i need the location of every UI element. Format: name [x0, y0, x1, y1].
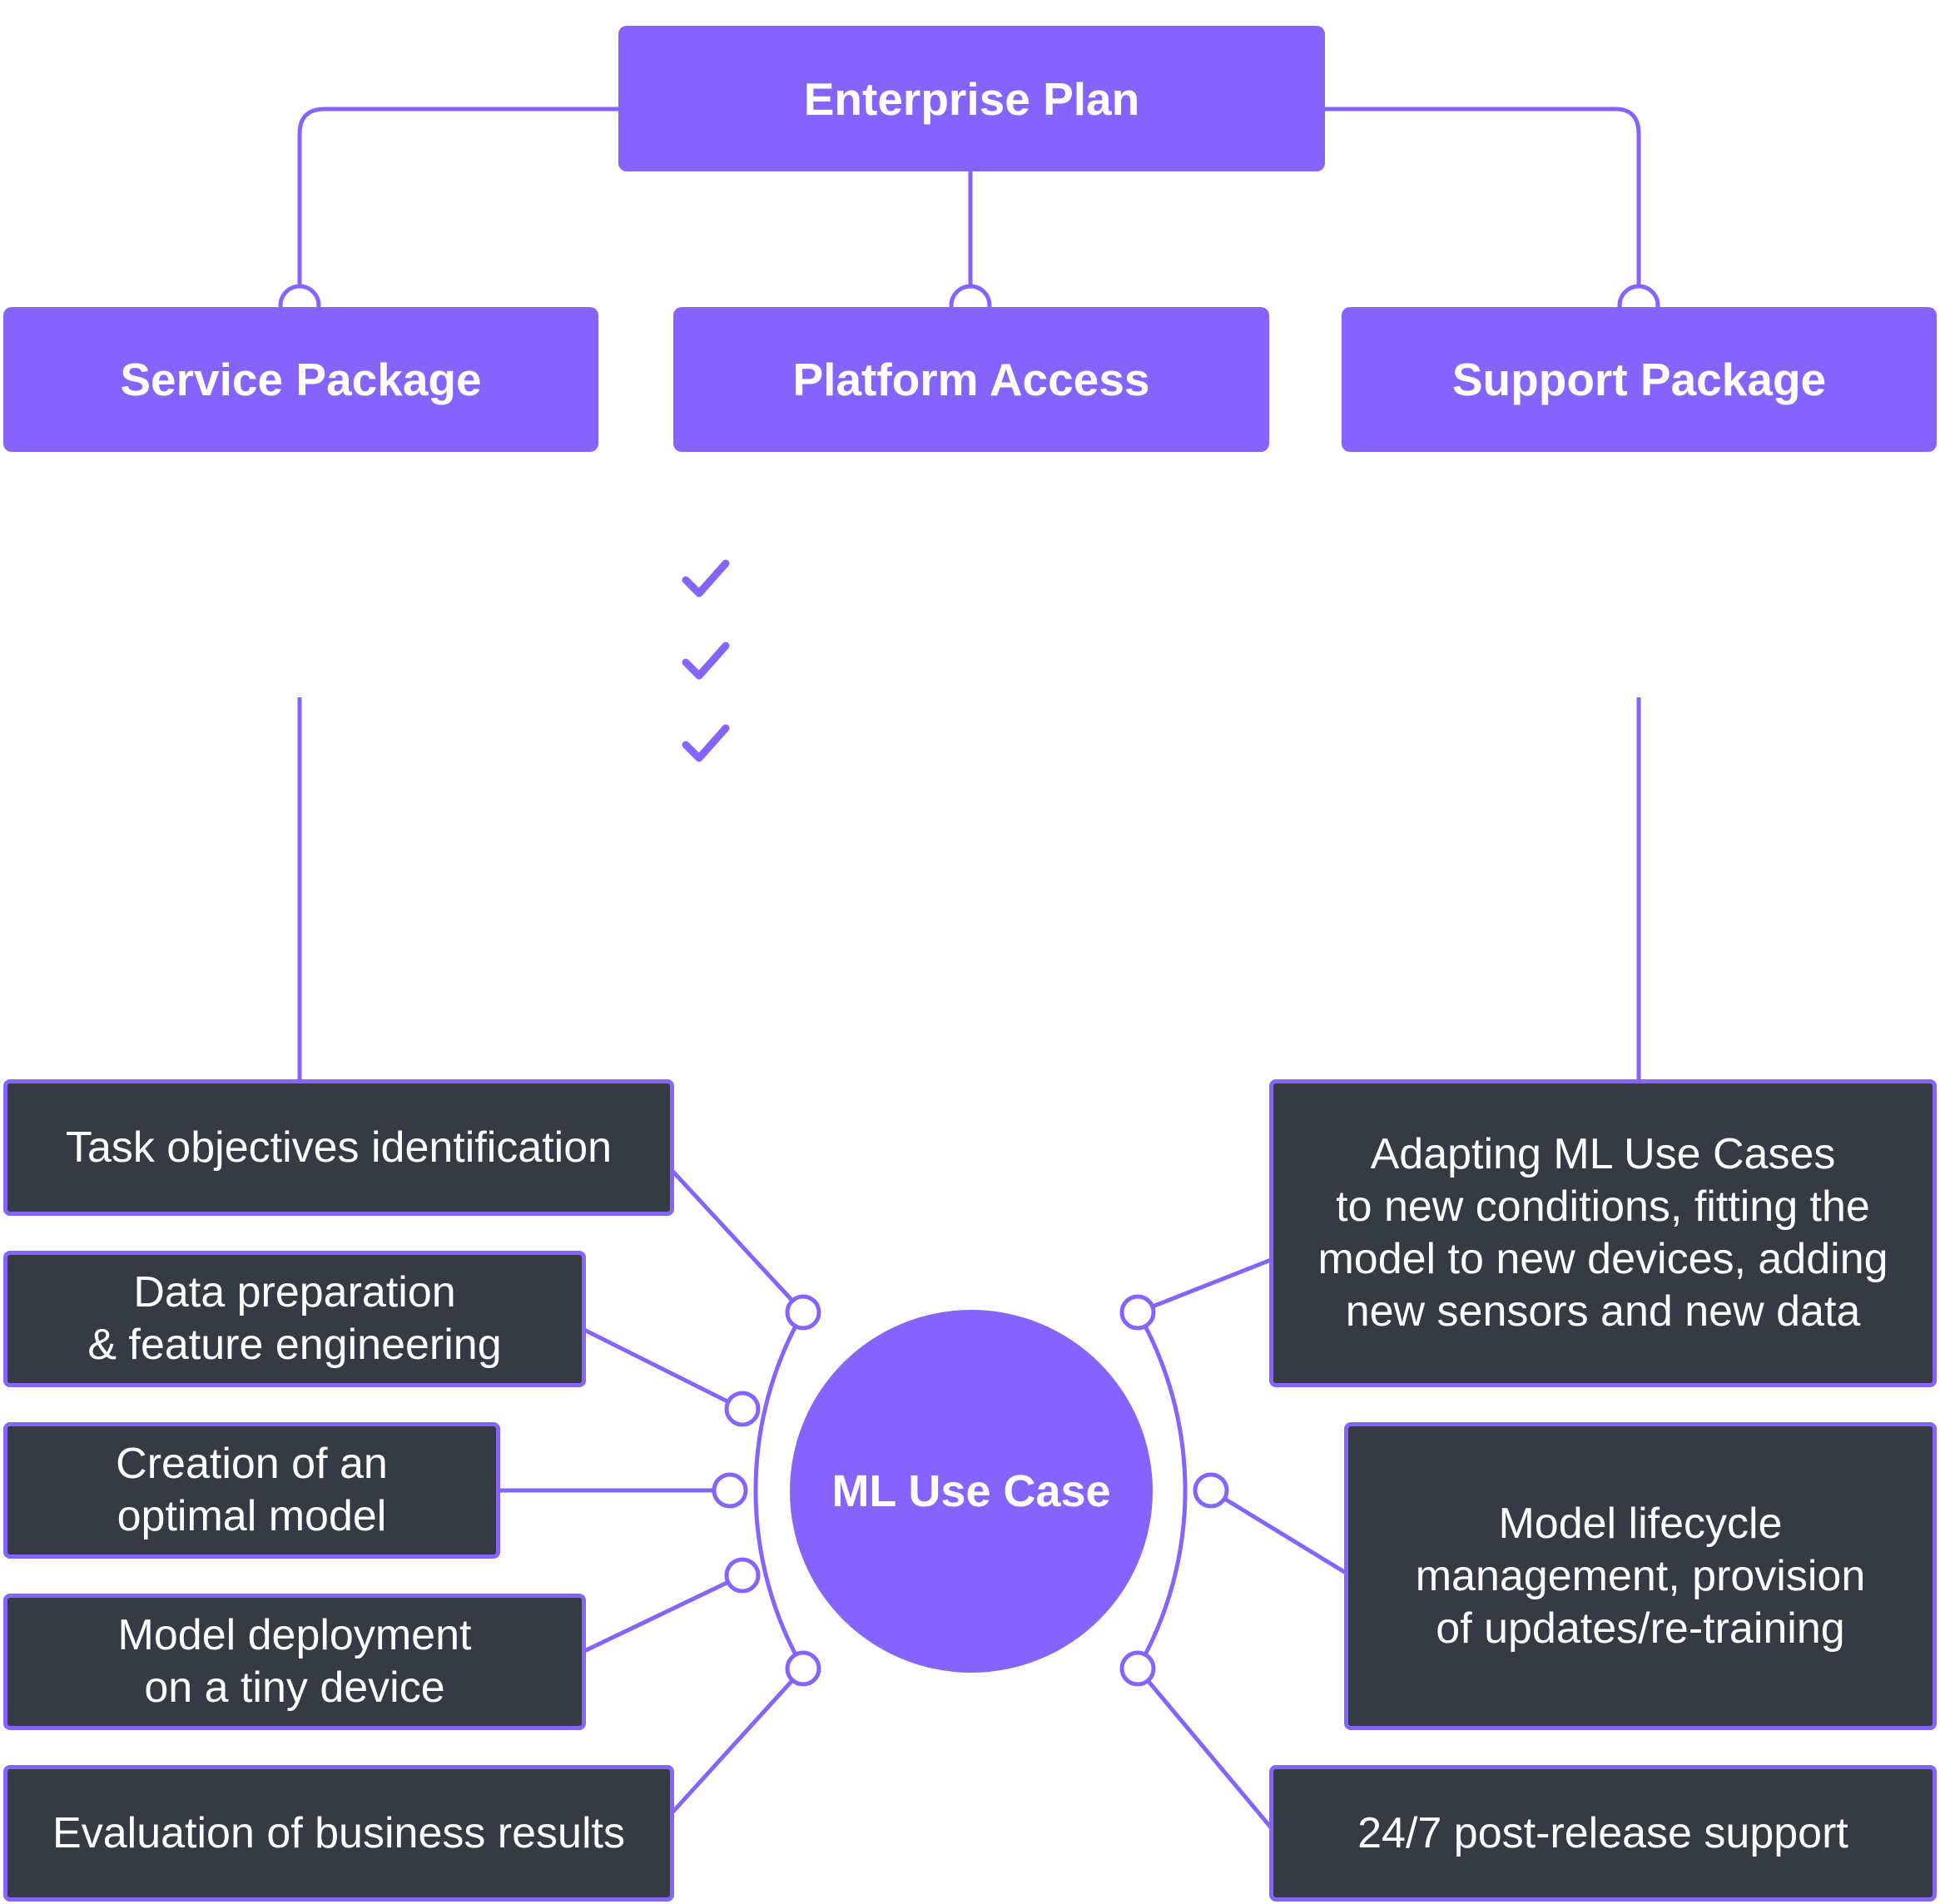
ml-use-case-label: ML Use Case	[831, 1466, 1111, 1516]
support-package-label: Support Package	[1451, 354, 1827, 405]
enterprise-plan-box: Enterprise Plan	[618, 26, 1325, 171]
left-arc	[753, 1311, 806, 1670]
left-step-label: Task objectives identification	[65, 1123, 613, 1172]
check-icon	[682, 559, 730, 597]
right-step-label: Model lifecycle management, provision of…	[1415, 1499, 1866, 1653]
connector-support	[1325, 107, 1641, 305]
check-icon	[682, 642, 730, 680]
service-package-box: Service Package	[3, 307, 598, 452]
ml-use-case-circle: ML Use Case	[790, 1310, 1153, 1673]
left-step-box: Evaluation of business results	[3, 1765, 674, 1902]
service-package-label: Service Package	[120, 354, 482, 405]
left-step-label: Model deployment on a tiny device	[117, 1611, 472, 1712]
right-step-box: Model lifecycle management, provision of…	[1344, 1422, 1937, 1730]
left-step-label: Evaluation of business results	[52, 1808, 625, 1857]
enterprise-plan-label: Enterprise Plan	[803, 72, 1140, 125]
left-step-label: Creation of an optimal model	[116, 1440, 388, 1540]
left-step-label: Data preparation & feature engineering	[87, 1268, 502, 1369]
check-icon	[682, 724, 730, 762]
left-step-box: Data preparation & feature engineering	[3, 1251, 586, 1387]
right-step-label: Adapting ML Use Cases to new conditions,…	[1317, 1130, 1888, 1336]
left-step-box: Task objectives identification	[3, 1079, 674, 1216]
connector-service	[297, 107, 618, 305]
platform-access-box: Platform Access	[673, 307, 1269, 452]
left-step-box: Model deployment on a tiny device	[3, 1594, 586, 1730]
platform-access-label: Platform Access	[792, 354, 1150, 405]
left-step-box: Creation of an optimal model	[3, 1422, 500, 1559]
right-arc	[1135, 1311, 1188, 1670]
support-package-box: Support Package	[1342, 307, 1937, 452]
right-step-label: 24/7 post-release support	[1357, 1808, 1848, 1857]
right-step-box: 24/7 post-release support	[1269, 1765, 1937, 1902]
right-step-box: Adapting ML Use Cases to new conditions,…	[1269, 1079, 1937, 1387]
